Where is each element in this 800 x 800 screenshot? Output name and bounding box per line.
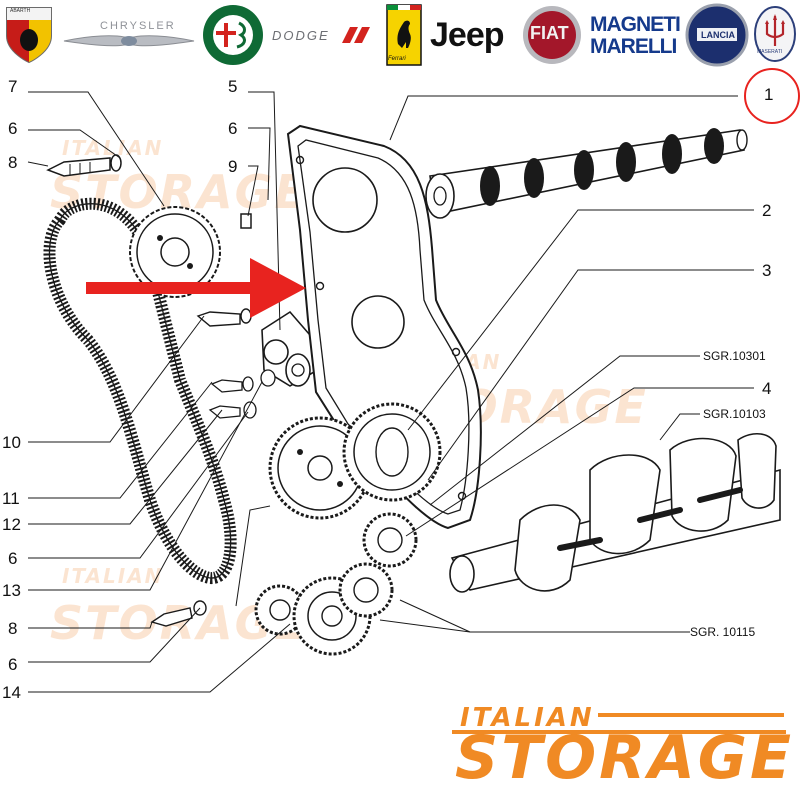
dodge-stripes-icon bbox=[342, 27, 370, 43]
callout-6-middle: 6 bbox=[8, 549, 18, 568]
watermark-small-bottom: ITALIAN bbox=[62, 564, 164, 588]
brand-storage-text: STORAGE bbox=[455, 723, 795, 793]
callout-9: 9 bbox=[228, 157, 238, 176]
brand-rule-bottom bbox=[452, 730, 786, 734]
callout-6-upper-right: 6 bbox=[228, 119, 238, 138]
abarth-shield-icon bbox=[6, 7, 52, 64]
timing-belt bbox=[43, 197, 237, 584]
dodge-logo-text: DODGE bbox=[272, 28, 330, 43]
reference-sgr-10115: SGR. 10115 bbox=[690, 625, 756, 639]
ferrari-logo: Ferrari bbox=[384, 2, 424, 68]
callout-3: 3 bbox=[762, 261, 772, 280]
ferrari-logo-text: Ferrari bbox=[388, 56, 406, 62]
alfa-romeo-logo bbox=[200, 2, 266, 68]
callout-11: 11 bbox=[2, 489, 20, 508]
ferrari-prancing-horse-icon bbox=[386, 4, 422, 66]
dowel-pin bbox=[240, 213, 252, 229]
chrysler-wings-icon bbox=[63, 35, 195, 47]
callout-2: 2 bbox=[762, 201, 772, 220]
chrysler-logo: CHRYSLER bbox=[62, 2, 196, 68]
small-crank-gear bbox=[362, 512, 418, 568]
leader-lines bbox=[27, 91, 754, 693]
magneti-logo-text-1: MAGNETI bbox=[590, 13, 681, 36]
reference-sgr-10301: SGR.10301 bbox=[703, 349, 766, 363]
maserati-logo-text: MASERATI bbox=[757, 49, 783, 55]
fiat-logo-text: FIAT bbox=[530, 23, 569, 43]
callout-7: 7 bbox=[8, 77, 18, 96]
chrysler-logo-text: CHRYSLER bbox=[100, 20, 176, 32]
maserati-trident-icon bbox=[754, 6, 796, 62]
brand-rule-top bbox=[598, 713, 784, 717]
callout-13: 13 bbox=[2, 581, 21, 600]
fiat-badge-icon bbox=[523, 6, 581, 64]
callout-6-lower: 6 bbox=[8, 655, 18, 674]
callout-6-upper-left: 6 bbox=[8, 119, 18, 138]
abarth-logo-text: ABARTH bbox=[10, 8, 31, 14]
magneti-marelli-logo: MAGNETI MARELLI bbox=[586, 2, 682, 68]
bolt-top bbox=[46, 154, 122, 177]
callout-14: 14 bbox=[2, 683, 21, 702]
jeep-logo: Jeep bbox=[428, 2, 514, 68]
oil-pump-gear-set bbox=[254, 562, 394, 656]
callout-8-lower: 8 bbox=[8, 619, 18, 638]
reference-sgr-10103: SGR.10103 bbox=[703, 407, 766, 421]
maserati-logo: MASERATI bbox=[752, 2, 798, 68]
dodge-logo: DODGE bbox=[268, 2, 374, 68]
callout-10: 10 bbox=[2, 433, 21, 452]
brand-italian-text: ITALIAN bbox=[460, 703, 595, 733]
lancia-badge-icon bbox=[685, 3, 749, 67]
watermark-small-top: ITALIAN bbox=[62, 136, 164, 160]
bolt-bottom bbox=[150, 600, 207, 627]
marelli-logo-text-2: MARELLI bbox=[590, 35, 677, 58]
red-right-arrow-icon bbox=[86, 258, 306, 318]
camshaft bbox=[425, 128, 748, 219]
callout-5: 5 bbox=[228, 77, 238, 96]
abarth-logo: ABARTH bbox=[0, 2, 58, 68]
callout-8-upper: 8 bbox=[8, 153, 18, 172]
callout-12: 12 bbox=[2, 515, 21, 534]
red-callout-circle bbox=[744, 68, 800, 124]
jeep-logo-text: Jeep bbox=[430, 16, 504, 54]
lancia-logo: LANCIA bbox=[684, 2, 750, 68]
callout-4: 4 bbox=[762, 379, 772, 398]
crankshaft bbox=[449, 433, 781, 593]
callout-1: 1 bbox=[764, 85, 774, 104]
fiat-logo: FIAT bbox=[520, 2, 584, 68]
tensioner-bolts bbox=[196, 308, 276, 419]
lancia-logo-text: LANCIA bbox=[701, 30, 735, 40]
auxiliary-gear bbox=[342, 402, 442, 502]
camshaft-pulley bbox=[129, 206, 221, 298]
alfa-romeo-badge-icon bbox=[203, 5, 263, 65]
belt-tensioner bbox=[261, 310, 317, 387]
